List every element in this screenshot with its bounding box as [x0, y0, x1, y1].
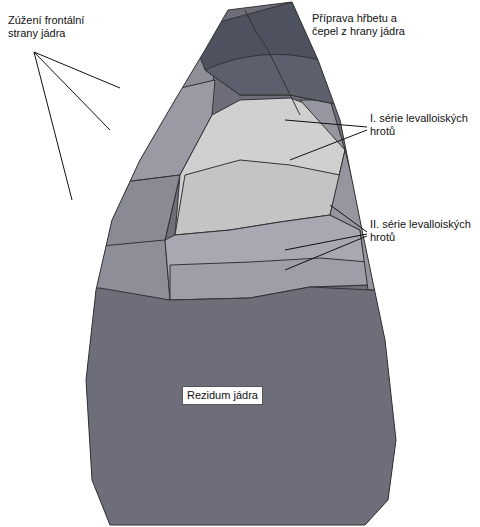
- leader-line: [34, 52, 72, 200]
- leader-line: [290, 130, 367, 160]
- leader-line: [34, 52, 120, 88]
- core-outline: [86, 2, 396, 525]
- region-label: Rezidum jádra: [187, 389, 258, 402]
- ridge-facet: [300, 100, 375, 290]
- narrowing-facet: [60, 175, 180, 250]
- leader-line: [285, 234, 367, 250]
- leader-line: [285, 120, 367, 127]
- series-two-scar: [165, 215, 368, 300]
- residue-label-box: Rezidum jádra: [182, 386, 263, 405]
- callout-label: II. série levalloiských hrotů: [370, 218, 474, 244]
- leader-line: [34, 52, 110, 130]
- callout-label: I. série levalloiských hrotů: [370, 112, 474, 138]
- callout-label: Příprava hřbetu a čepel z hrany jádra: [312, 12, 424, 38]
- leader-line: [285, 236, 367, 270]
- scar-ridge: [245, 10, 300, 115]
- leader-line: [330, 205, 367, 232]
- top-cap: [205, 54, 340, 105]
- core-residue: [60, 287, 420, 527]
- callout-label: Zúžení frontální strany jádra: [8, 14, 108, 40]
